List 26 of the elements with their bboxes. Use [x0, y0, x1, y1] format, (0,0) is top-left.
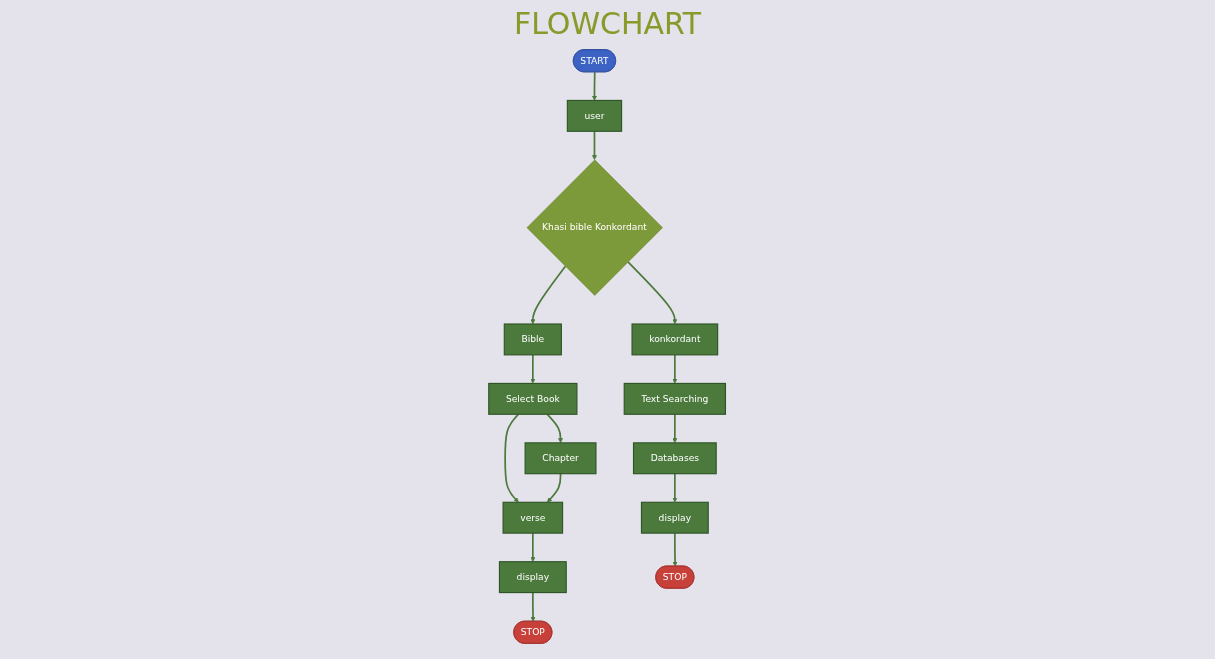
node-box: verse — [502, 501, 564, 534]
arrow — [672, 413, 678, 444]
arrow — [672, 354, 678, 384]
node-box: Databases — [633, 442, 718, 475]
arrow — [627, 261, 678, 325]
node-diamond: Khasi bible Konkordant — [527, 159, 664, 296]
node-box: display — [641, 501, 710, 534]
arrow — [530, 591, 536, 622]
arrow — [530, 265, 567, 325]
node-box: display — [499, 561, 568, 594]
arrow — [504, 413, 520, 503]
node-box: Bible — [504, 323, 563, 356]
node-box: konkordant — [631, 323, 719, 356]
node-box: Chapter — [524, 442, 597, 475]
arrow — [592, 71, 598, 101]
arrow — [592, 130, 598, 161]
node-box: Select Book — [488, 382, 578, 415]
diagram-title: FLOWCHART — [512, 6, 703, 41]
arrow — [672, 472, 678, 503]
arrow — [530, 354, 536, 384]
arrow — [546, 413, 564, 444]
arrow — [672, 532, 678, 567]
arrow — [530, 532, 536, 562]
node-box: user — [567, 99, 623, 132]
node-box: Text Searching — [624, 382, 727, 415]
arrow — [547, 472, 562, 503]
